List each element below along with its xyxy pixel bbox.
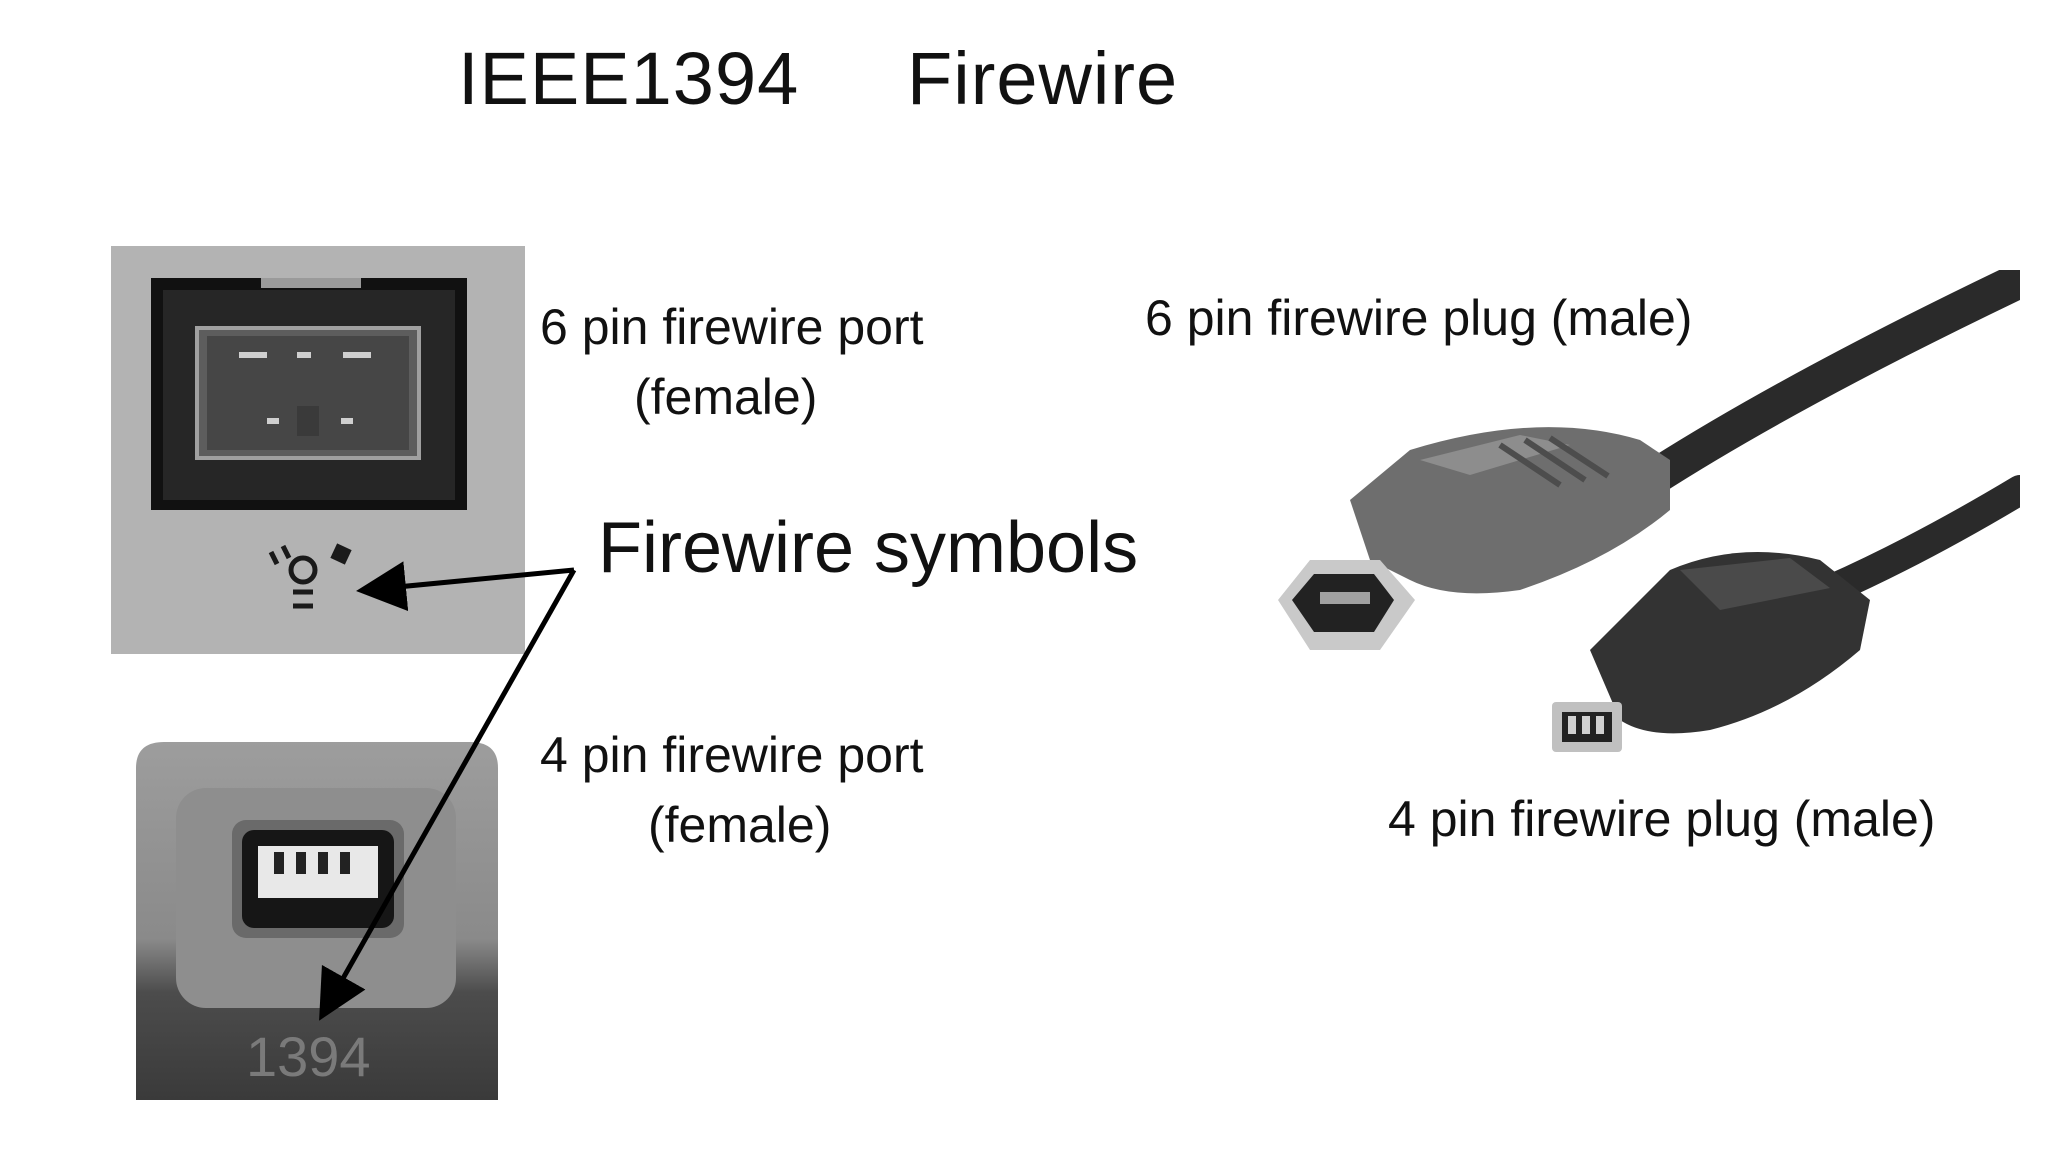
slide-title: IEEE1394 Firewire [458,37,1179,120]
four-pin-port-label: 4 pin firewire port (female) [540,720,924,860]
port-1394-marking: 1394 [246,1025,371,1088]
four-pin-port-line1: 4 pin firewire port [540,727,924,783]
firewire-plugs-photo [1278,270,2020,752]
six-pin-plug-label: 6 pin firewire plug (male) [1145,290,1693,346]
four-pin-port-line2: (female) [648,797,832,853]
firewire-symbols-label: Firewire symbols [598,508,1139,588]
four-pin-port-photo: 1394 [136,728,498,1100]
firewire-symbol-icon [268,543,352,609]
arrow-to-1394 [319,568,577,1021]
six-pin-port-line1: 6 pin firewire port [540,299,924,355]
six-pin-port-label: 6 pin firewire port (female) [540,292,924,432]
six-pin-port-line2: (female) [634,369,818,425]
arrow-to-symbol [356,561,575,612]
four-pin-plug-label: 4 pin firewire plug (male) [1388,791,1936,847]
six-pin-port-photo [111,246,525,654]
